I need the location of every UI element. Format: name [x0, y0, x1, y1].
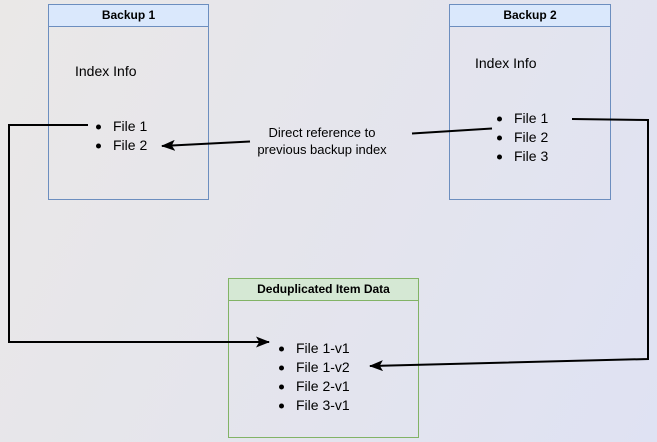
backup1-box: Backup 1 Index Info File 1 File 2	[48, 4, 209, 200]
file-label: File 2	[514, 129, 549, 145]
file-label: File 1	[113, 118, 148, 134]
file-label: File 2	[113, 137, 148, 153]
backup2-file-list: File 1 File 2 File 3	[493, 109, 548, 166]
direct-reference-label-line2: previous backup index	[257, 142, 387, 157]
bullet-icon	[279, 365, 284, 370]
bullet-icon	[497, 116, 502, 121]
file-label: File 3	[514, 148, 549, 164]
backup1-file-list: File 1 File 2	[92, 117, 147, 155]
list-item: File 3-v1	[275, 396, 350, 415]
list-item: File 1-v2	[275, 358, 350, 377]
bullet-icon	[279, 384, 284, 389]
file-label: File 2-v1	[296, 378, 350, 394]
bullet-icon	[96, 143, 101, 148]
backup1-header: Backup 1	[49, 5, 208, 27]
dedup-file-list: File 1-v1 File 1-v2 File 2-v1 File 3-v1	[275, 339, 350, 415]
backup2-header: Backup 2	[450, 5, 610, 27]
bullet-icon	[497, 154, 502, 159]
backup2-box: Backup 2 Index Info File 1 File 2 File 3	[449, 4, 611, 200]
bullet-icon	[279, 346, 284, 351]
file-label: File 1-v1	[296, 340, 350, 356]
direct-reference-label: Direct reference to previous backup inde…	[227, 124, 417, 158]
list-item: File 1-v1	[275, 339, 350, 358]
bullet-icon	[279, 403, 284, 408]
backup2-index-info-label: Index Info	[475, 55, 537, 71]
dedup-box: Deduplicated Item Data File 1-v1 File 1-…	[228, 278, 419, 438]
file-label: File 1-v2	[296, 359, 350, 375]
list-item: File 2-v1	[275, 377, 350, 396]
list-item: File 2	[92, 136, 147, 155]
file-label: File 3-v1	[296, 397, 350, 413]
bullet-icon	[96, 124, 101, 129]
direct-reference-label-line1: Direct reference to	[268, 125, 376, 140]
bullet-icon	[497, 135, 502, 140]
list-item: File 1	[92, 117, 147, 136]
file-label: File 1	[514, 110, 549, 126]
backup1-index-info-label: Index Info	[75, 63, 137, 79]
dedup-header: Deduplicated Item Data	[229, 279, 418, 301]
list-item: File 1	[493, 109, 548, 128]
list-item: File 3	[493, 147, 548, 166]
list-item: File 2	[493, 128, 548, 147]
